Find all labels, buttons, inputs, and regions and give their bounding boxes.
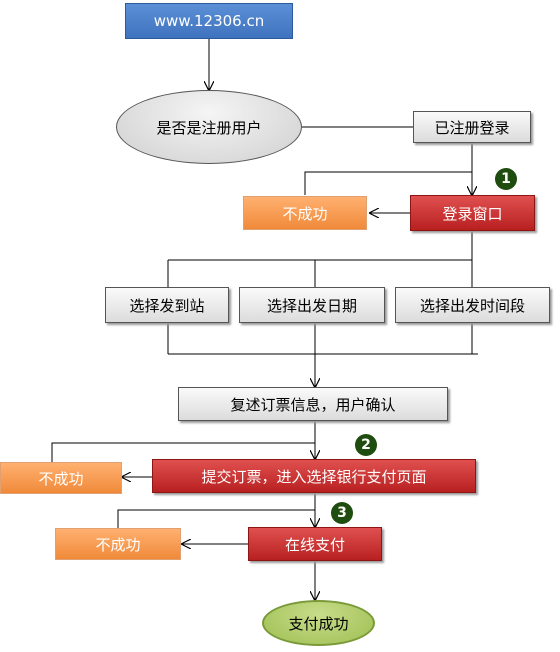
site-node: www.12306.cn [125,3,293,39]
select-date-label: 选择出发日期 [266,296,357,315]
registered-login-label: 已注册登录 [434,118,510,137]
select-station-label: 选择发到站 [129,296,205,315]
fail-label-3: 不成功 [95,535,141,554]
registered-login-node: 已注册登录 [413,111,531,143]
submit-node: 提交订票，进入选择银行支付页面 [152,459,476,493]
registered-question-label: 是否是注册用户 [156,118,262,137]
confirm-node: 复述订票信息，用户确认 [178,387,448,421]
fail-node-3: 不成功 [55,528,181,560]
pay-online-node: 在线支付 [248,527,382,561]
step-2-badge: 2 [355,434,377,456]
select-station-node: 选择发到站 [105,287,229,323]
site-label: www.12306.cn [153,12,265,30]
fail-node-2: 不成功 [0,462,122,494]
login-window-label: 登录窗口 [442,204,503,223]
confirm-label: 复述订票信息，用户确认 [230,395,396,414]
fail-label-2: 不成功 [38,469,84,488]
line-retry-loop-2 [51,442,315,462]
fail-node-1: 不成功 [243,196,367,230]
select-date-node: 选择出发日期 [239,287,385,323]
select-time-label: 选择出发时间段 [419,296,525,315]
submit-label: 提交订票，进入选择银行支付页面 [201,467,427,486]
login-window-node: 登录窗口 [410,195,535,231]
step-1-badge: 1 [495,168,517,190]
pay-online-label: 在线支付 [284,535,345,554]
success-label: 支付成功 [288,614,349,633]
success-node: 支付成功 [262,600,375,646]
fail-label-1: 不成功 [282,204,328,223]
line-retry-loop-1 [304,171,472,195]
select-time-node: 选择出发时间段 [395,287,550,323]
step-3-badge: 3 [331,502,353,524]
line-retry-loop-3 [117,509,315,528]
registered-question-node: 是否是注册用户 [116,90,302,164]
